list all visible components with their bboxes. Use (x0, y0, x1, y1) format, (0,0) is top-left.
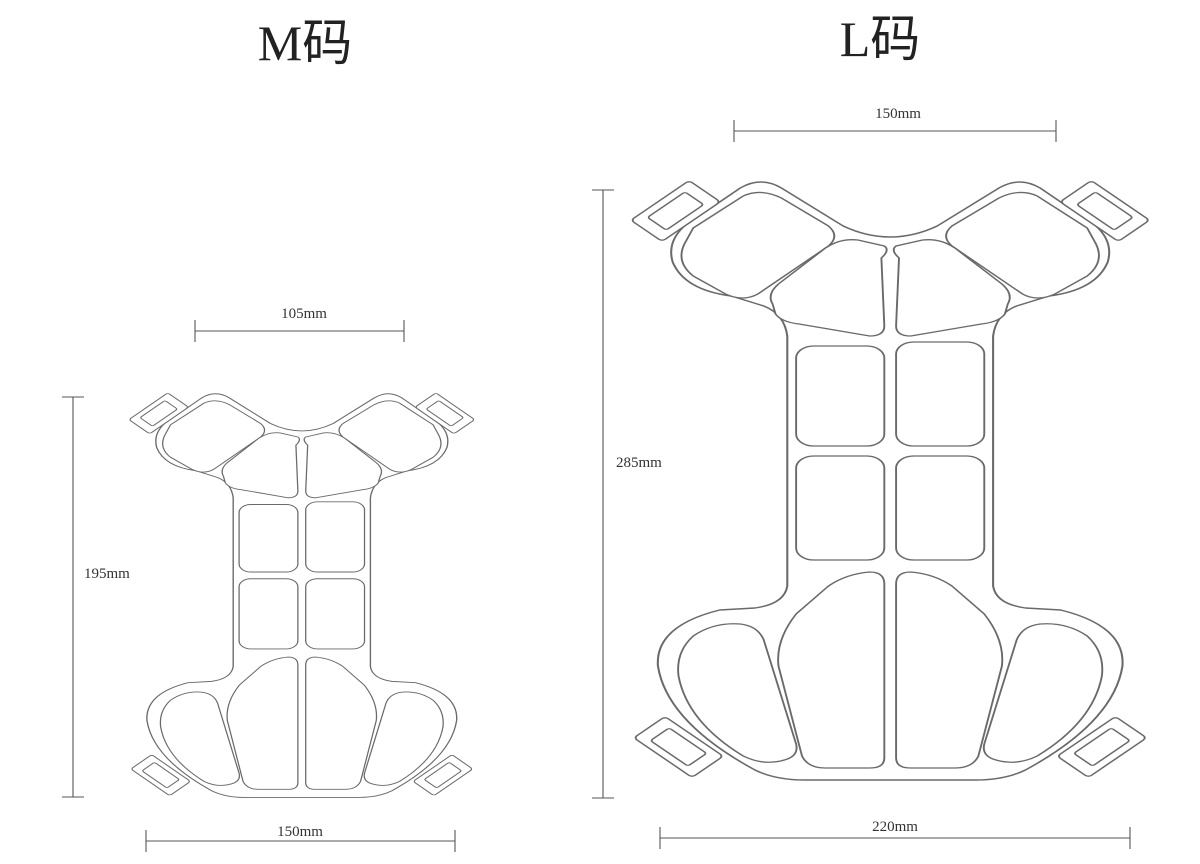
l-height-dimension: 285mm (592, 189, 672, 799)
l-bottom-width-dimension: 220mm (659, 819, 1131, 849)
l-harness-drawing (629, 179, 1151, 782)
l-size-title: L码 (840, 11, 921, 67)
m-height-dimension: 195mm (62, 396, 140, 798)
m-top-width-label: 105mm (281, 306, 327, 322)
m-bottom-width-label: 150mm (277, 824, 323, 840)
m-size-group: M码 105mm 195mm 150mm (62, 15, 476, 852)
l-top-width-label: 150mm (875, 106, 921, 122)
m-bottom-width-dimension: 150mm (145, 824, 456, 852)
m-harness-drawing (128, 392, 476, 799)
l-top-width-dimension: 150mm (733, 106, 1057, 142)
l-bottom-width-label: 220mm (872, 819, 918, 835)
m-size-title: M码 (258, 15, 352, 71)
m-top-width-dimension: 105mm (194, 306, 405, 342)
l-height-label: 285mm (616, 455, 662, 471)
m-height-label: 195mm (84, 566, 130, 582)
l-size-group: L码 150mm 285mm 220mm (592, 11, 1151, 849)
